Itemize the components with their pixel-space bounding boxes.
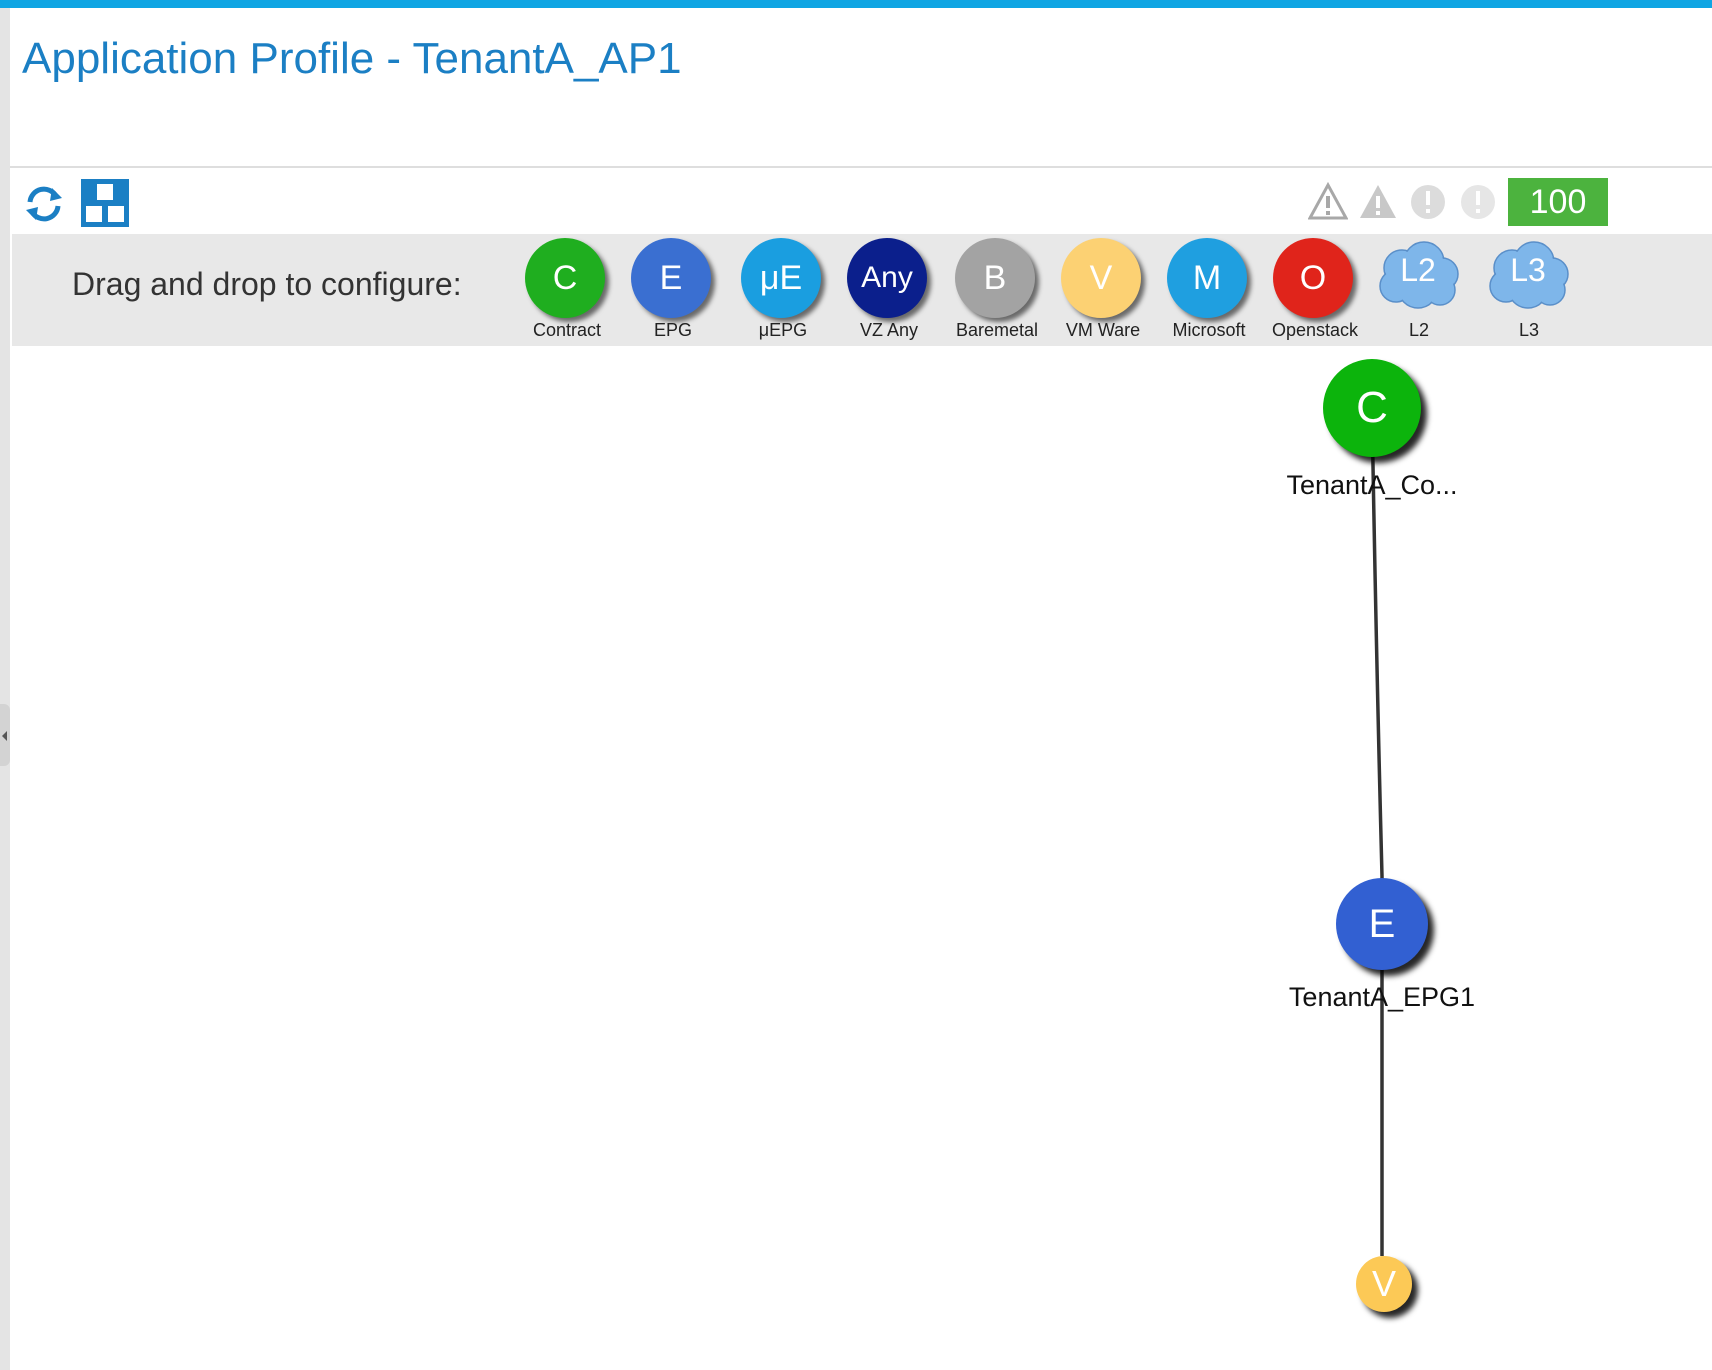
palette-item-symbol: C bbox=[525, 238, 605, 318]
palette-item-symbol: L3 bbox=[1510, 252, 1546, 288]
palette-item-symbol: E bbox=[631, 238, 711, 318]
topology-node-epg[interactable]: E bbox=[1336, 878, 1428, 970]
palette-item-label: VM Ware bbox=[1065, 320, 1141, 340]
collapse-panel-handle[interactable] bbox=[0, 704, 10, 766]
refresh-button[interactable] bbox=[22, 182, 66, 226]
palette-item-label: L3 bbox=[1518, 320, 1540, 340]
palette-item-symbol: O bbox=[1273, 238, 1353, 318]
palette-item-symbol: Any bbox=[847, 238, 927, 318]
layout-button[interactable] bbox=[80, 178, 130, 228]
health-score-badge[interactable]: 100 bbox=[1508, 178, 1608, 226]
topology-node-vmm-domain[interactable]: V bbox=[1356, 1256, 1412, 1312]
palette-item-symbol: M bbox=[1167, 238, 1247, 318]
critical-warning-icon[interactable] bbox=[1308, 182, 1348, 222]
topology-node-label: TenantA_EPG1 bbox=[1288, 982, 1476, 1012]
layout-icon bbox=[81, 179, 129, 227]
palette-item-symbol: V bbox=[1061, 238, 1141, 318]
palette-item-label: Contract bbox=[532, 320, 602, 340]
palette-label: Drag and drop to configure: bbox=[72, 266, 462, 302]
palette-item-label: L2 bbox=[1408, 320, 1430, 340]
cloud-icon bbox=[1489, 241, 1569, 309]
palette-item-symbol: B bbox=[955, 238, 1035, 318]
minor-alert-icon[interactable] bbox=[1408, 182, 1448, 222]
palette-item-label: μEPG bbox=[758, 320, 808, 340]
palette-item-label: Microsoft bbox=[1172, 320, 1246, 340]
palette-item-symbol: μE bbox=[741, 238, 821, 318]
link-contract-epg bbox=[1370, 407, 1384, 877]
header-divider bbox=[10, 166, 1712, 168]
topology-node-label: TenantA_Co... bbox=[1286, 470, 1458, 500]
palette-item-label: EPG bbox=[653, 320, 692, 340]
palette-item-label: Baremetal bbox=[955, 320, 1039, 340]
palette-item-label: Openstack bbox=[1271, 320, 1359, 340]
cloud-icon bbox=[1379, 241, 1459, 309]
refresh-icon bbox=[26, 186, 62, 222]
page-title: Application Profile - TenantA_AP1 bbox=[22, 34, 682, 83]
palette-item-symbol: L2 bbox=[1400, 252, 1436, 288]
top-accent-bar bbox=[0, 0, 1712, 8]
topology-node-contract[interactable]: C bbox=[1323, 359, 1421, 457]
info-alert-icon[interactable] bbox=[1458, 182, 1498, 222]
left-panel-rail bbox=[0, 8, 10, 1370]
major-warning-icon[interactable] bbox=[1358, 182, 1398, 222]
palette-item-label: VZ Any bbox=[859, 320, 919, 340]
